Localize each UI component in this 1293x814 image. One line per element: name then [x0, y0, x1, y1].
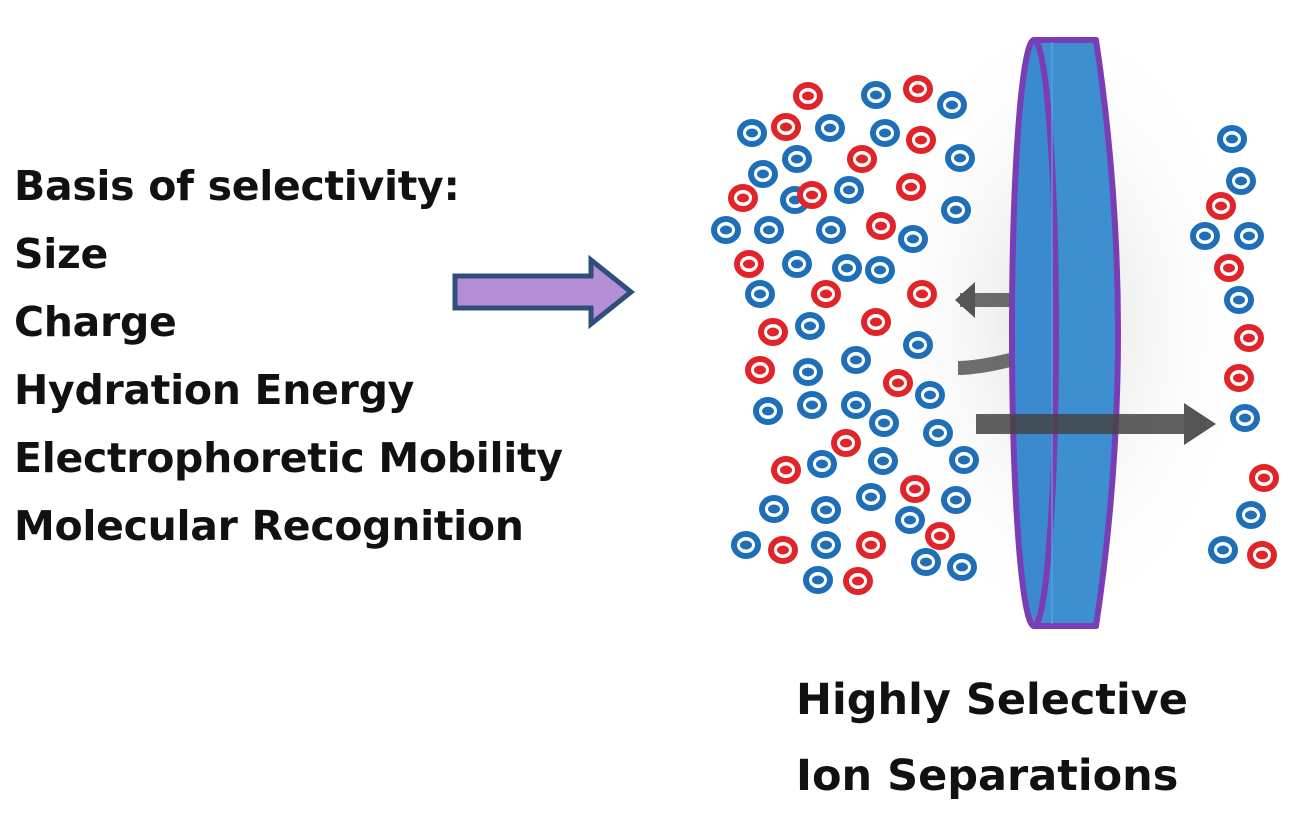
- red-ion: [1247, 541, 1277, 569]
- basis-item-size: Size: [14, 230, 109, 278]
- blue-ion: [793, 358, 823, 386]
- blue-ion: [737, 119, 767, 147]
- blue-ion: [834, 176, 864, 204]
- red-ion: [925, 522, 955, 550]
- blue-ion: [903, 331, 933, 359]
- blue-ion: [803, 566, 833, 594]
- blue-ion: [941, 486, 971, 514]
- red-ion: [1206, 192, 1236, 220]
- blue-ion: [754, 216, 784, 244]
- red-ion: [831, 429, 861, 457]
- red-ion: [771, 456, 801, 484]
- blue-ion: [782, 250, 812, 278]
- red-ion: [847, 145, 877, 173]
- blue-ion: [748, 160, 778, 188]
- blue-ion: [869, 409, 899, 437]
- basis-item-molecular-recognition: Molecular Recognition: [14, 502, 524, 550]
- blue-ion: [753, 397, 783, 425]
- blue-ion: [915, 381, 945, 409]
- blue-ion: [811, 531, 841, 559]
- red-ion: [793, 82, 823, 110]
- rejection-arrow-head: [955, 282, 975, 318]
- red-ion: [866, 212, 896, 240]
- blue-ion: [895, 506, 925, 534]
- red-ion: [797, 181, 827, 209]
- red-ion: [1224, 364, 1254, 392]
- red-ion: [907, 280, 937, 308]
- red-ion: [896, 173, 926, 201]
- feed-ion-group: [711, 75, 979, 595]
- blue-ion: [807, 450, 837, 478]
- blue-ion: [861, 81, 891, 109]
- blue-ion: [1234, 222, 1264, 250]
- blue-ion: [898, 225, 928, 253]
- red-ion: [1214, 254, 1244, 282]
- basis-item-electrophoretic-mobility: Electrophoretic Mobility: [14, 434, 563, 482]
- blue-ion: [1226, 167, 1256, 195]
- red-ion: [768, 536, 798, 564]
- selectivity-basis-list: Basis of selectivity: Size Charge Hydrat…: [14, 152, 563, 560]
- blue-ion: [947, 553, 977, 581]
- basis-item-charge: Charge: [14, 298, 177, 346]
- red-ion: [906, 126, 936, 154]
- blue-ion: [865, 256, 895, 284]
- blue-ion: [745, 280, 775, 308]
- blue-ion: [937, 91, 967, 119]
- red-ion: [861, 308, 891, 336]
- blue-ion: [945, 144, 975, 172]
- blue-ion: [941, 196, 971, 224]
- blue-ion: [731, 531, 761, 559]
- blue-ion: [1224, 286, 1254, 314]
- red-ion: [734, 250, 764, 278]
- ion-separation-diagram: [452, 0, 1279, 640]
- blue-ion: [1208, 536, 1238, 564]
- red-ion: [1249, 464, 1279, 492]
- membrane: [1009, 37, 1121, 629]
- red-ion: [1234, 324, 1264, 352]
- blue-ion: [856, 483, 886, 511]
- caption-line-1: Highly Selective: [796, 675, 1188, 725]
- blue-ion: [1190, 222, 1220, 250]
- blue-ion: [949, 446, 979, 474]
- blue-ion: [1217, 125, 1247, 153]
- blue-ion: [841, 346, 871, 374]
- transport-arrow: [976, 403, 1216, 445]
- blue-ion: [1236, 501, 1266, 529]
- red-ion: [728, 184, 758, 212]
- blue-ion: [911, 548, 941, 576]
- blue-ion: [923, 419, 953, 447]
- red-ion: [771, 113, 801, 141]
- blue-ion: [832, 254, 862, 282]
- red-ion: [843, 567, 873, 595]
- basis-heading: Basis of selectivity:: [14, 162, 460, 210]
- blue-ion: [841, 391, 871, 419]
- blue-ion: [759, 495, 789, 523]
- blue-ion: [815, 114, 845, 142]
- diagram-caption: Highly Selective Ion Separations: [796, 662, 1188, 814]
- red-ion: [900, 475, 930, 503]
- blue-ion: [797, 391, 827, 419]
- basis-item-hydration-energy: Hydration Energy: [14, 366, 415, 414]
- red-ion: [758, 318, 788, 346]
- red-ion: [883, 369, 913, 397]
- permeate-ion-group: [1190, 125, 1279, 569]
- blue-ion: [811, 496, 841, 524]
- red-ion: [811, 280, 841, 308]
- blue-ion: [868, 447, 898, 475]
- caption-line-2: Ion Separations: [796, 751, 1179, 801]
- blue-ion: [795, 312, 825, 340]
- red-ion: [745, 356, 775, 384]
- red-ion: [856, 531, 886, 559]
- blue-ion: [1230, 404, 1260, 432]
- red-ion: [903, 75, 933, 103]
- blue-ion: [816, 216, 846, 244]
- input-arrow: [452, 254, 636, 330]
- blue-ion: [782, 145, 812, 173]
- blue-ion: [870, 119, 900, 147]
- blue-ion: [711, 216, 741, 244]
